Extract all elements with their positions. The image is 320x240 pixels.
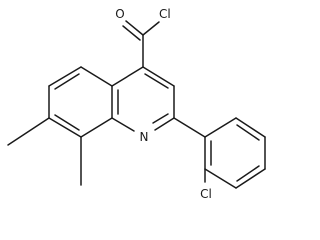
- bond-c2-phenyl: [173, 117, 206, 138]
- bond-c2-n-inner: [152, 113, 169, 124]
- bond-ph-c3-c4: [235, 168, 266, 189]
- bond-c4-c3: [142, 66, 175, 87]
- benzo-ring: [48, 66, 119, 138]
- bond-c5-c6: [48, 66, 82, 87]
- oxygen-atom-label: O: [115, 7, 124, 21]
- bond-c4a-c5: [80, 66, 113, 87]
- structure-canvas: O Cl N Cl: [7, 7, 266, 201]
- pyridine-ring: [111, 66, 175, 132]
- nitrogen-atom-label: N: [140, 130, 149, 144]
- acyl-chlorine-atom-label: Cl: [159, 7, 171, 21]
- bond-carbonyl-double-a: [125, 20, 144, 36]
- bond-c5-c6-inner: [54, 73, 80, 90]
- bond-ph-c2-c3: [204, 168, 237, 189]
- bond-ph-c3-c4-inner: [236, 165, 260, 182]
- bond-c7-c8-inner: [54, 114, 80, 131]
- acyl-chloride-group: [122, 20, 160, 68]
- bond-c4a-c4: [111, 66, 144, 87]
- bond-ph-c5-c6: [235, 117, 266, 138]
- chlorophenyl-group: [173, 117, 266, 189]
- aryl-chlorine-atom-label: Cl: [200, 187, 212, 201]
- bond-ph-c5-c6-inner: [236, 124, 260, 141]
- bond-c2-n: [154, 117, 175, 131]
- bond-c4-c3-inner: [144, 73, 169, 89]
- bond-carbonyl-cl: [142, 21, 160, 36]
- methyl-groups: [7, 117, 82, 186]
- bond-c7-methyl: [7, 117, 50, 146]
- chemical-structure-diagram: O Cl N Cl: [7, 7, 266, 201]
- bond-n-c8a: [111, 117, 135, 132]
- bond-ph-c6-c1: [204, 117, 237, 138]
- bond-c7-c8: [48, 117, 82, 138]
- bond-c8-c8a: [80, 117, 113, 138]
- bond-carbonyl-double-b: [122, 25, 141, 41]
